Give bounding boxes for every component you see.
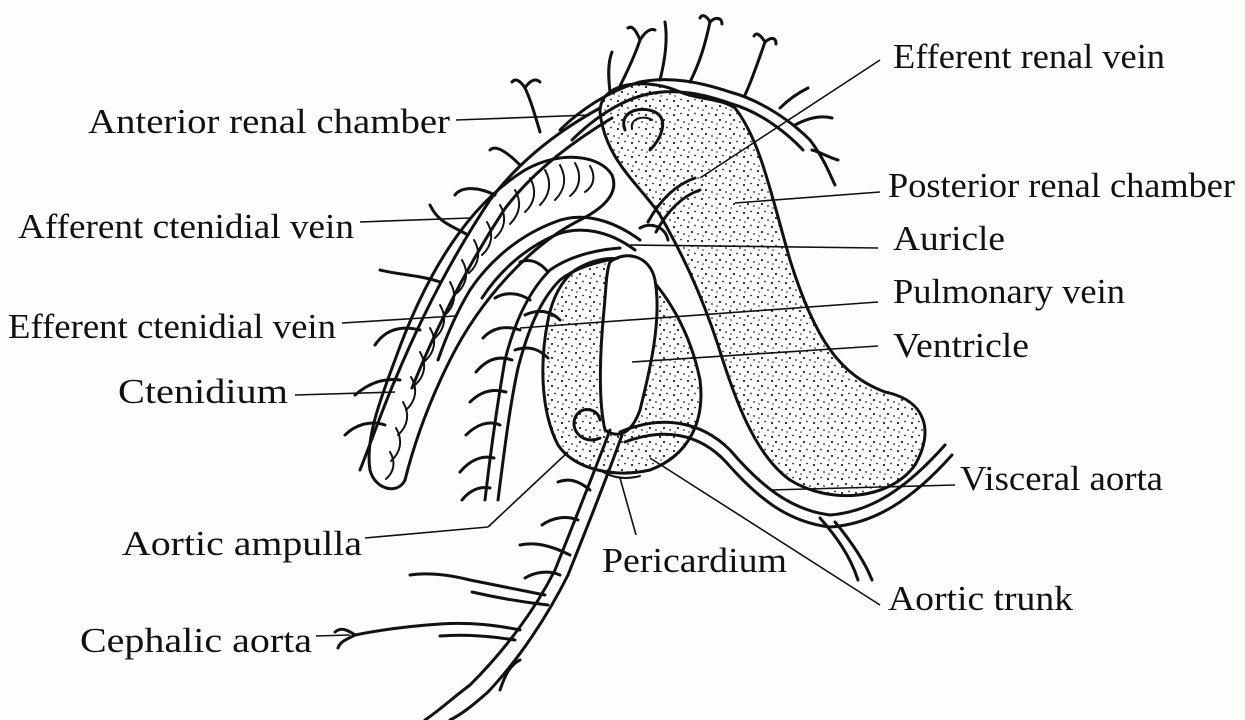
- label-afferent-ctenidial-vein: Afferent ctenidial vein: [18, 207, 354, 246]
- label-pericardium: Pericardium: [602, 541, 787, 580]
- label-visceral-aorta: Visceral aorta: [960, 459, 1163, 498]
- label-aortic-trunk: Aortic trunk: [888, 579, 1074, 618]
- label-ventricle: Ventricle: [893, 326, 1029, 365]
- label-anterior-renal-chamber: Anterior renal chamber: [88, 102, 450, 141]
- cephalic-aorta-branches: [335, 480, 590, 690]
- label-posterior-renal-chamber: Posterior renal chamber: [888, 166, 1235, 205]
- auricle-shape: [640, 225, 668, 240]
- label-pulmonary-vein: Pulmonary vein: [893, 272, 1125, 311]
- label-cephalic-aorta: Cephalic aorta: [80, 621, 313, 660]
- label-efferent-renal-vein: Efferent renal vein: [893, 37, 1165, 76]
- label-aortic-ampulla: Aortic ampulla: [122, 524, 363, 563]
- label-efferent-ctenidial-vein: Efferent ctenidial vein: [8, 307, 336, 346]
- label-auricle: Auricle: [893, 219, 1005, 258]
- label-ctenidium: Ctenidium: [118, 372, 288, 411]
